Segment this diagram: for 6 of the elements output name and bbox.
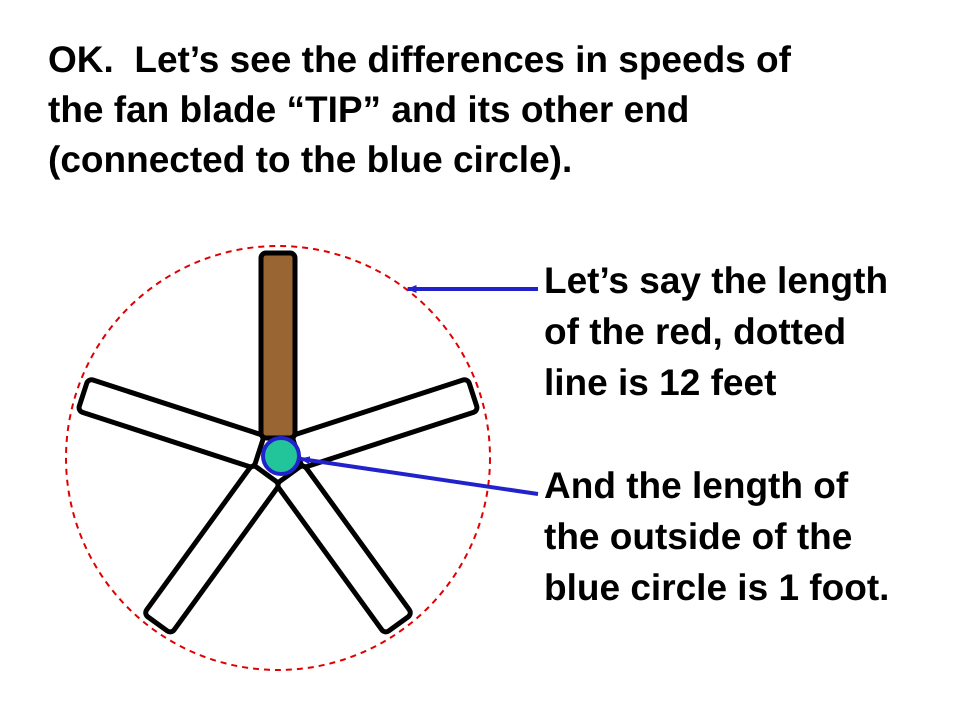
title: OK. Let’s see the differences in speeds of the fan blade “TIP” and its other end (connected to the blue circle). bbox=[48, 38, 792, 182]
hub-circle bbox=[261, 436, 301, 476]
arrow bbox=[406, 285, 538, 293]
arrow bbox=[300, 456, 538, 496]
annotation-text: And the length of the outside of the blue circle is 1 foot. bbox=[544, 460, 906, 613]
annotation-text: Let’s say the length of the red, dotted line is 12 feet bbox=[544, 255, 906, 408]
